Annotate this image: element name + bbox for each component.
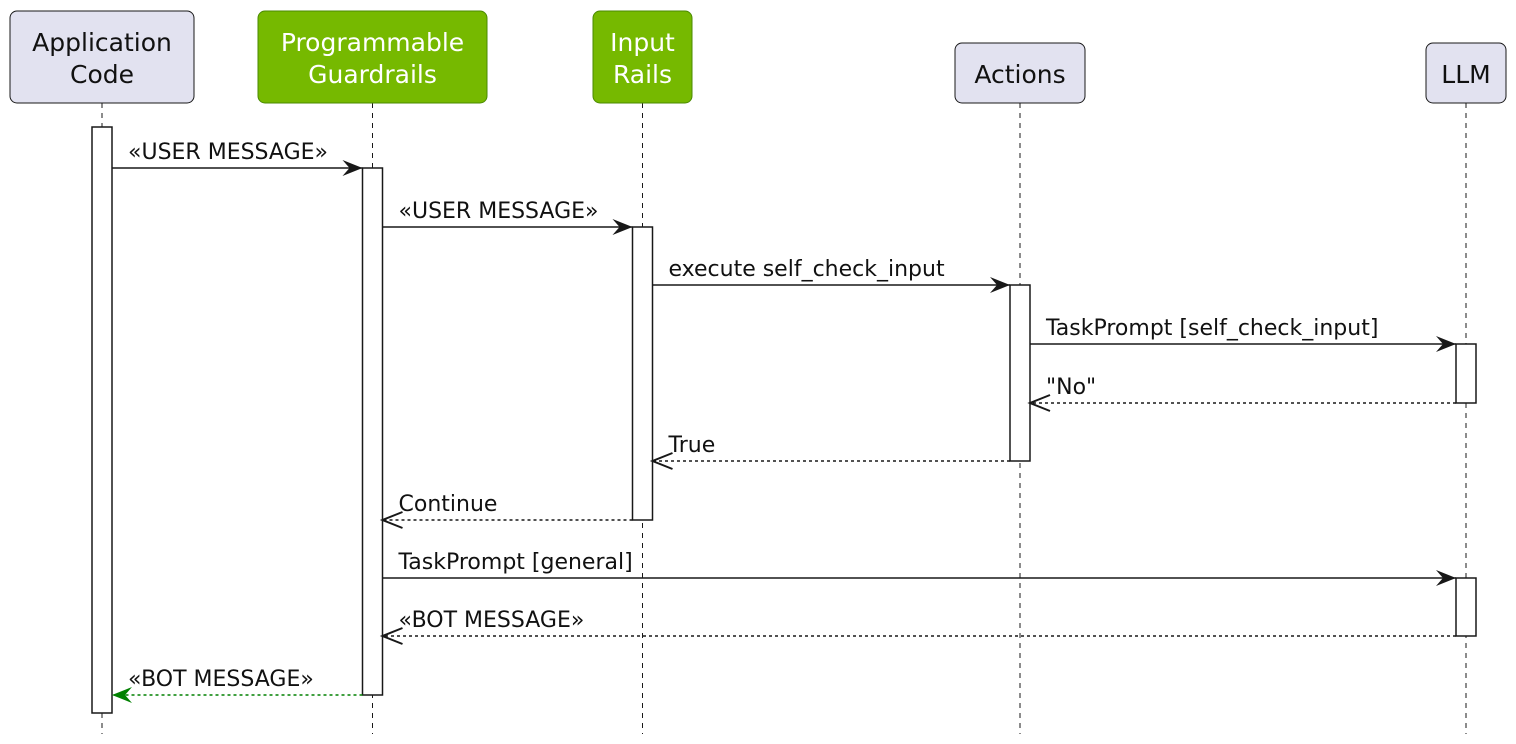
- participant-label: Rails: [613, 60, 672, 89]
- message-label: «USER MESSAGE»: [399, 199, 599, 224]
- message-label: «BOT MESSAGE»: [399, 608, 585, 633]
- message-label: «BOT MESSAGE»: [128, 667, 314, 692]
- message-label: TaskPrompt [self_check_input]: [1045, 316, 1378, 341]
- arrowhead: [649, 452, 673, 470]
- activation-bar-pg: [361, 167, 384, 696]
- participant-label: Actions: [974, 60, 1065, 89]
- activation-bar-app: [91, 126, 113, 714]
- arrowhead: [379, 511, 403, 529]
- message-label: TaskPrompt [general]: [398, 550, 633, 575]
- participant-label: Code: [70, 60, 134, 89]
- message-label: «USER MESSAGE»: [128, 140, 328, 165]
- message-label: Continue: [399, 492, 498, 517]
- participant-box: [1425, 42, 1507, 104]
- activation-bar-llm: [1455, 577, 1477, 637]
- activation-bar-ir: [631, 226, 654, 521]
- participant-box: [954, 42, 1086, 104]
- arrowhead: [379, 627, 403, 645]
- activation-bar-act: [1009, 284, 1031, 462]
- message-label: execute self_check_input: [669, 257, 945, 282]
- participant-label: Input: [610, 28, 675, 57]
- message-label: True: [668, 433, 716, 458]
- message-arrow: TaskPrompt [general]: [382, 550, 1456, 586]
- activation-bar-llm: [1455, 343, 1477, 404]
- message-arrow: True: [649, 433, 1010, 470]
- message-arrow: TaskPrompt [self_check_input]: [1030, 316, 1456, 352]
- participant-box: [257, 10, 488, 104]
- participant-label: Programmable: [281, 28, 464, 57]
- participant-box: [9, 10, 195, 104]
- arrowhead: [1027, 394, 1051, 412]
- participant-label: Guardrails: [308, 60, 437, 89]
- message-arrow: «USER MESSAGE»: [382, 199, 633, 235]
- message-arrow: «BOT MESSAGE»: [112, 667, 363, 703]
- participant-box: [592, 10, 693, 104]
- message-arrow: Continue: [379, 492, 633, 529]
- message-label: "No": [1046, 375, 1096, 400]
- participant-act[interactable]: Actions: [954, 42, 1086, 104]
- message-arrow: «USER MESSAGE»: [112, 140, 363, 176]
- message-arrow: execute self_check_input: [652, 257, 1010, 293]
- message-arrow: "No": [1027, 375, 1456, 412]
- participant-llm[interactable]: LLM: [1425, 42, 1507, 104]
- participant-label: Application: [32, 28, 172, 57]
- message-arrow: «BOT MESSAGE»: [379, 608, 1456, 645]
- participant-label: LLM: [1441, 60, 1490, 89]
